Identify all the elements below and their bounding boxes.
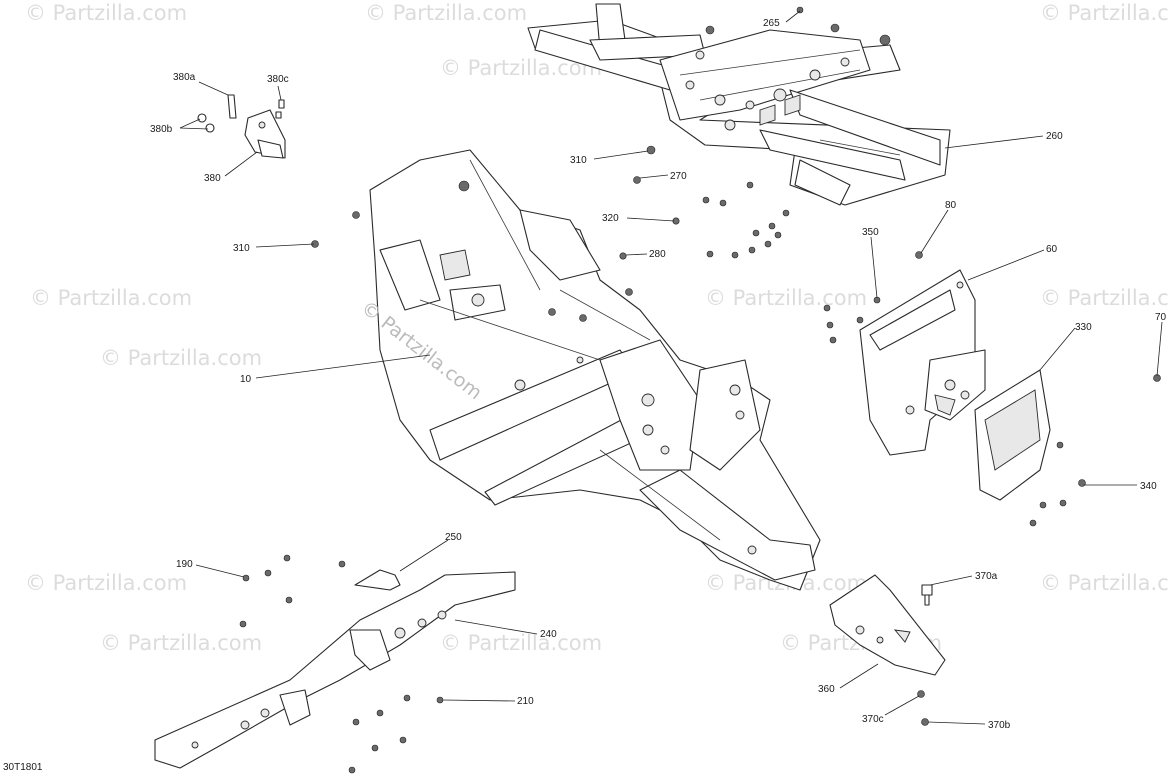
diagram-id: 30T1801: [3, 762, 43, 773]
callout-240: 240: [540, 629, 557, 640]
watermark: © Partzilla.com: [705, 286, 867, 310]
watermark: © Partzilla.com: [440, 631, 602, 655]
watermark: © Partzilla.com: [25, 1, 187, 25]
watermark: © Partzilla.com: [100, 631, 262, 655]
callout-310: 310: [570, 155, 587, 166]
callout-360: 360: [818, 684, 835, 695]
callout-270: 270: [670, 171, 687, 182]
part-10-main-frame: [352, 149, 821, 591]
callout-260: 260: [1046, 131, 1063, 142]
callout-250: 250: [445, 532, 462, 543]
callout-80: 80: [945, 200, 957, 211]
callout-380: 380: [204, 173, 221, 184]
part-60-side-bracket: [859, 269, 986, 456]
callout-370c: 370c: [862, 714, 884, 725]
callout-380b: 380b: [150, 124, 173, 135]
callout-330: 330: [1075, 322, 1092, 333]
callout-265: 265: [763, 18, 780, 29]
watermark: © Partzilla.com: [25, 571, 187, 595]
watermark-layer: © Partzilla.com © Partzilla.com © Partzi…: [25, 1, 1168, 655]
callout-70: 70: [1155, 312, 1167, 323]
callout-350: 350: [862, 227, 879, 238]
callout-190: 190: [176, 559, 193, 570]
watermark: © Partzilla.com: [100, 346, 262, 370]
watermark: © Partzilla.com: [1040, 286, 1168, 310]
callout-10: 10: [240, 374, 252, 385]
callout-380c: 380c: [267, 74, 289, 85]
callout-320: 320: [602, 213, 619, 224]
part-240-lower-frame-rail: [154, 569, 516, 769]
callout-380a: 380a: [173, 72, 196, 83]
watermark: © Partzilla.com: [1040, 571, 1168, 595]
callout-370a: 370a: [975, 571, 998, 582]
callout-210: 210: [517, 696, 534, 707]
watermark: © Partzilla.com: [30, 286, 192, 310]
callout-280: 280: [649, 249, 666, 260]
callout-labels: 265 260 310 270 320 280 310 10 380a 380c…: [150, 18, 1167, 731]
callout-370b: 370b: [988, 720, 1011, 731]
part-380-bracket: [197, 94, 286, 159]
leader-lines: [179, 10, 1163, 725]
watermark: © Partzilla.com: [1040, 1, 1168, 25]
callout-310: 310: [233, 243, 250, 254]
part-360-lower-bracket: [829, 574, 946, 676]
fasteners: [239, 6, 1161, 774]
part-330-plate: [974, 369, 1051, 501]
callout-60: 60: [1046, 244, 1058, 255]
part-260-rear-frame: [527, 3, 951, 206]
callout-340: 340: [1140, 481, 1157, 492]
watermark: © Partzilla.com: [365, 1, 527, 25]
